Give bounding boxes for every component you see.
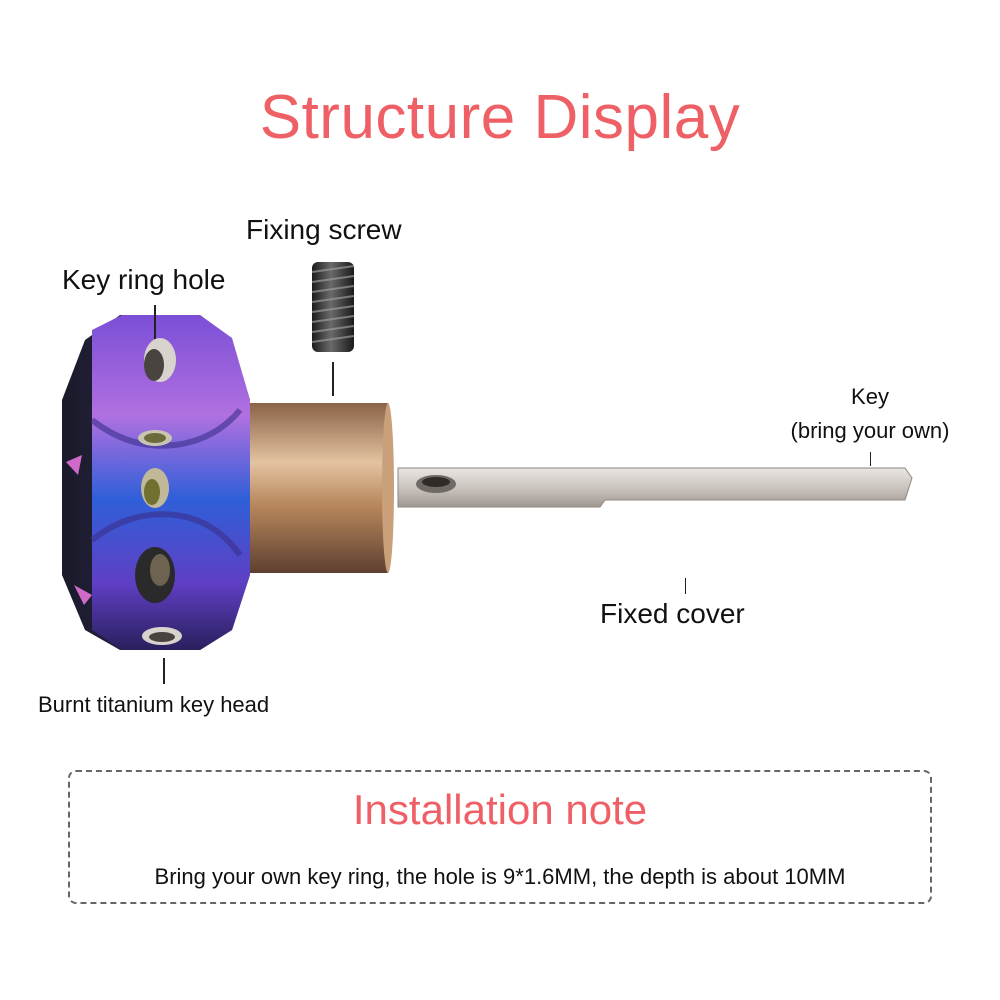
leader-key-ring-hole — [154, 305, 156, 339]
fixing-screw — [311, 262, 355, 352]
label-burnt-titanium-key-head: Burnt titanium key head — [38, 692, 270, 717]
leader-burnt-head — [163, 658, 165, 684]
label-key-ring-hole: Key ring hole — [62, 264, 226, 295]
titanium-key-head — [62, 315, 250, 650]
label-key: Key (bring your own) — [770, 380, 970, 448]
leader-key — [870, 452, 871, 466]
label-fixing-screw: Fixing screw — [246, 214, 402, 245]
label-key-line2: (bring your own) — [790, 418, 950, 443]
fixed-cover-sleeve — [240, 403, 394, 573]
page-title: Structure Display — [259, 83, 741, 152]
installation-note-box: Installation note Bring your own key rin… — [68, 770, 932, 904]
installation-note-text: Bring your own key ring, the hole is 9*1… — [154, 864, 846, 889]
leader-fixing-screw — [332, 362, 334, 396]
installation-note-title: Installation note — [352, 786, 648, 833]
leader-fixed-cover — [685, 578, 686, 594]
label-key-line1: Key — [851, 384, 889, 409]
label-fixed-cover: Fixed cover — [600, 598, 745, 629]
key-blade — [397, 467, 913, 508]
